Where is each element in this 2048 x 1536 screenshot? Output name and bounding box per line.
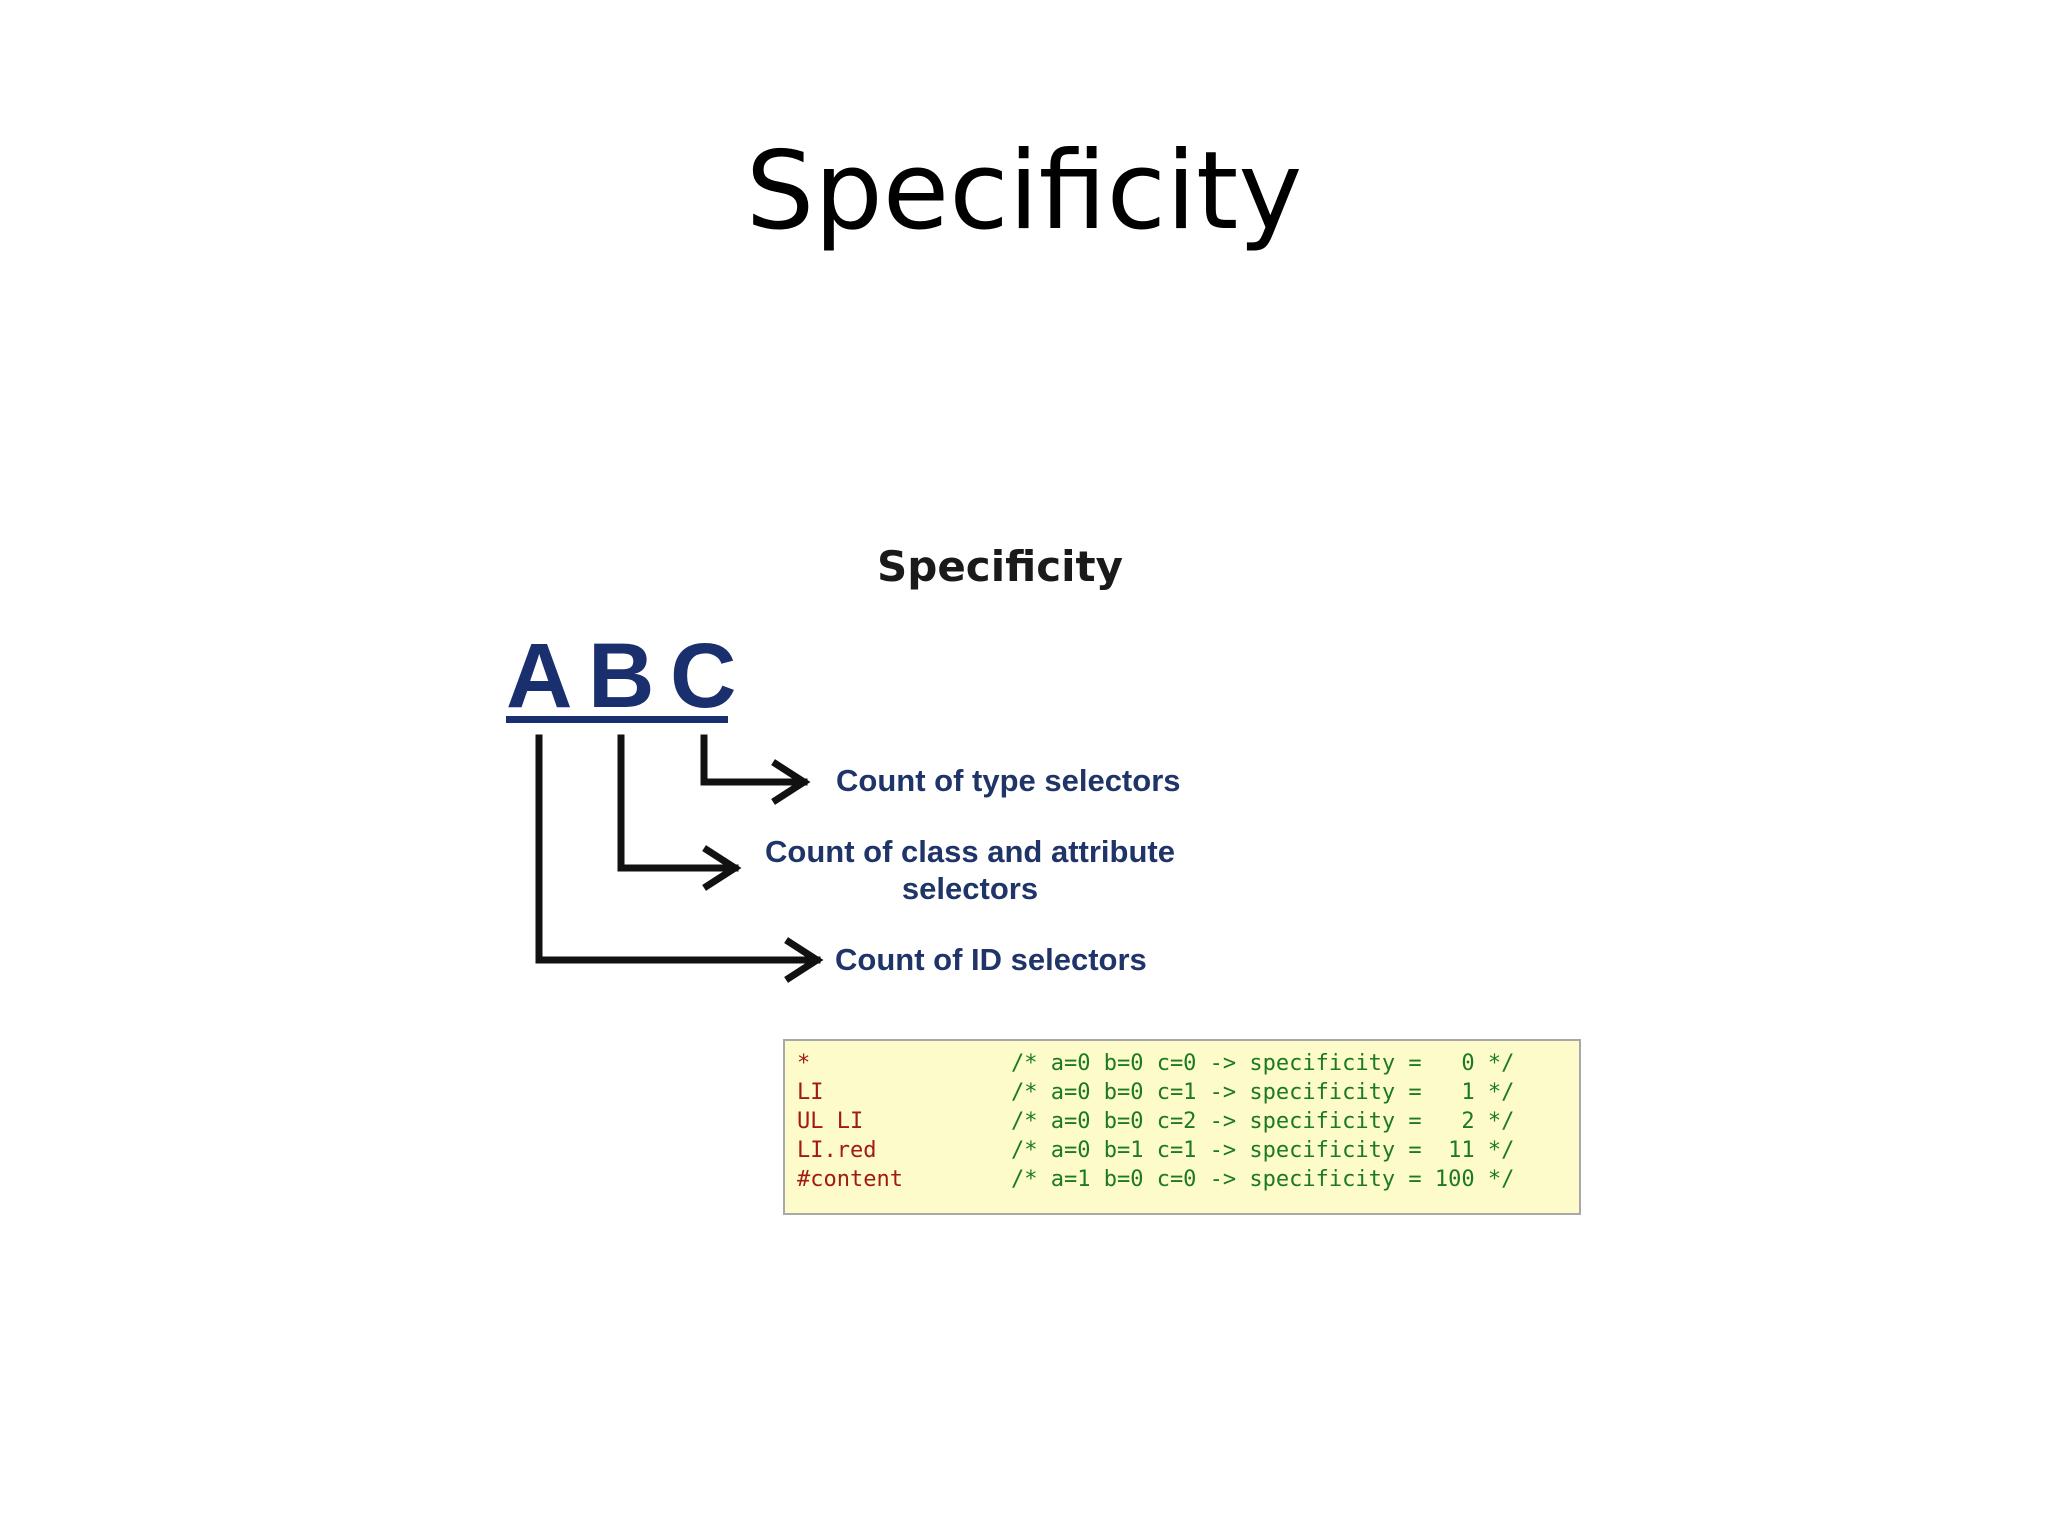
label-class-attribute-line2: selectors <box>901 871 1039 906</box>
arrow-c-to-type-selectors <box>700 734 811 805</box>
letter-c: C <box>670 625 737 727</box>
arrow-connectors <box>535 734 824 983</box>
arrow-a-to-id-selectors <box>535 734 824 983</box>
slide-title: Specificity <box>745 129 1303 254</box>
abc-underline <box>506 716 728 723</box>
code-selector: * <box>797 1051 811 1076</box>
letter-a: A <box>506 625 573 727</box>
code-selector: LI <box>797 1080 824 1105</box>
code-row: #content /* a=1 b=0 c=0 -> specificity =… <box>797 1165 1567 1194</box>
code-row: LI /* a=0 b=0 c=1 -> specificity = 1 */ <box>797 1078 1567 1107</box>
code-comment: /* a=0 b=0 c=2 -> specificity = 2 */ <box>1011 1109 1515 1134</box>
code-comment: /* a=1 b=0 c=0 -> specificity = 100 */ <box>1011 1167 1515 1192</box>
code-row: LI.red /* a=0 b=1 c=1 -> specificity = 1… <box>797 1136 1567 1165</box>
figure-heading: Specificity <box>877 542 1123 591</box>
letter-b: B <box>588 625 655 727</box>
label-class-attribute-line1: Count of class and attribute <box>765 834 1175 869</box>
code-comment: /* a=0 b=0 c=0 -> specificity = 0 */ <box>1011 1051 1515 1076</box>
code-selector: #content <box>797 1167 903 1192</box>
arrow-b-to-class-selectors <box>617 734 742 891</box>
specificity-figure: Specificity A B C Count of type selector… <box>490 520 1590 1350</box>
label-id-selectors: Count of ID selectors <box>835 942 1147 977</box>
code-row: * /* a=0 b=0 c=0 -> specificity = 0 */ <box>797 1049 1567 1078</box>
code-selector: LI.red <box>797 1138 877 1163</box>
label-type-selectors: Count of type selectors <box>836 763 1181 798</box>
label-class-attribute-selectors: Count of class and attribute selectors <box>750 833 1190 907</box>
code-selector: UL LI <box>797 1109 864 1134</box>
code-row: UL LI /* a=0 b=0 c=2 -> specificity = 2 … <box>797 1107 1567 1136</box>
code-comment: /* a=0 b=1 c=1 -> specificity = 11 */ <box>1011 1138 1515 1163</box>
specificity-code-example: * /* a=0 b=0 c=0 -> specificity = 0 */ L… <box>783 1039 1581 1215</box>
code-comment: /* a=0 b=0 c=1 -> specificity = 1 */ <box>1011 1080 1515 1105</box>
